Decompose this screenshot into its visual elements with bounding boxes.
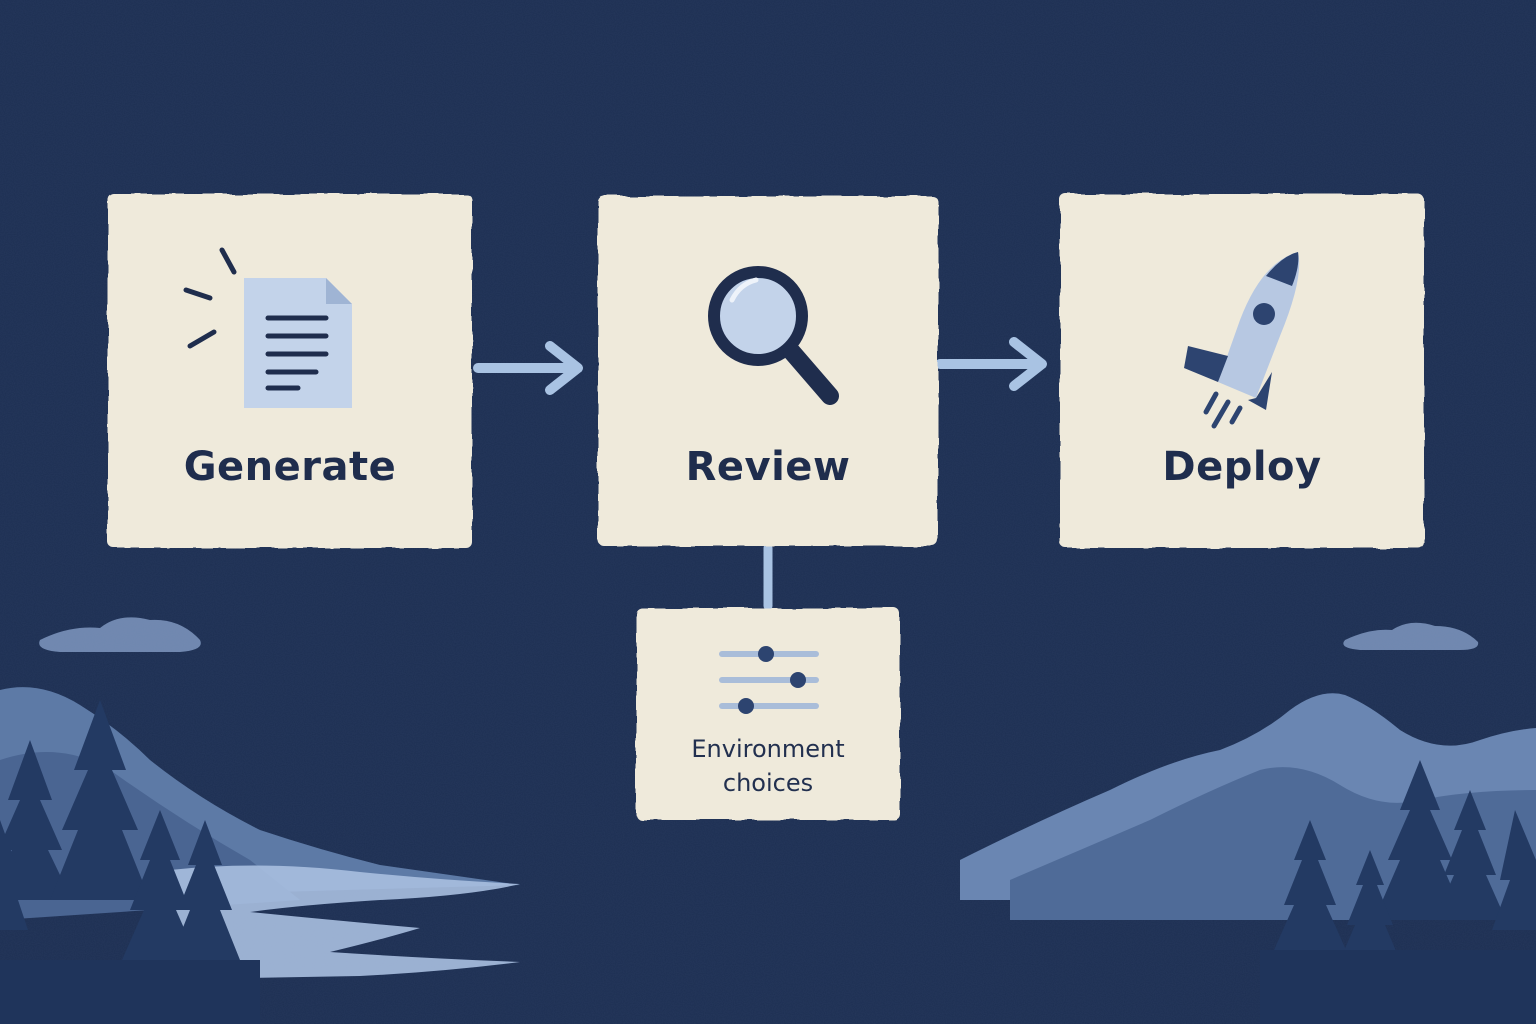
step-label-review: Review: [685, 444, 851, 490]
card-deploy[interactable]: Deploy: [1060, 194, 1424, 548]
card-review-bg: [598, 196, 938, 546]
card-environment-choices[interactable]: Environment choices: [636, 608, 900, 820]
landscape-right: [960, 693, 1536, 1024]
document-icon: [183, 247, 352, 408]
step-label-generate: Generate: [183, 444, 397, 490]
landscape-left: [0, 687, 520, 1024]
branch-label: Environment choices: [691, 735, 845, 797]
step-label-deploy: Deploy: [1162, 444, 1322, 490]
magnifier-icon: [708, 266, 839, 405]
connector-review-deploy: [935, 337, 1047, 391]
card-generate[interactable]: Generate: [108, 194, 472, 548]
sliders-icon: [719, 646, 819, 714]
card-branch-bg: [636, 608, 900, 820]
card-review[interactable]: Review: [598, 196, 938, 546]
cloud-left: [39, 617, 201, 652]
cloud-right: [1343, 622, 1479, 650]
rocket-icon: [1184, 252, 1300, 429]
connector-generate-review: [473, 341, 583, 395]
